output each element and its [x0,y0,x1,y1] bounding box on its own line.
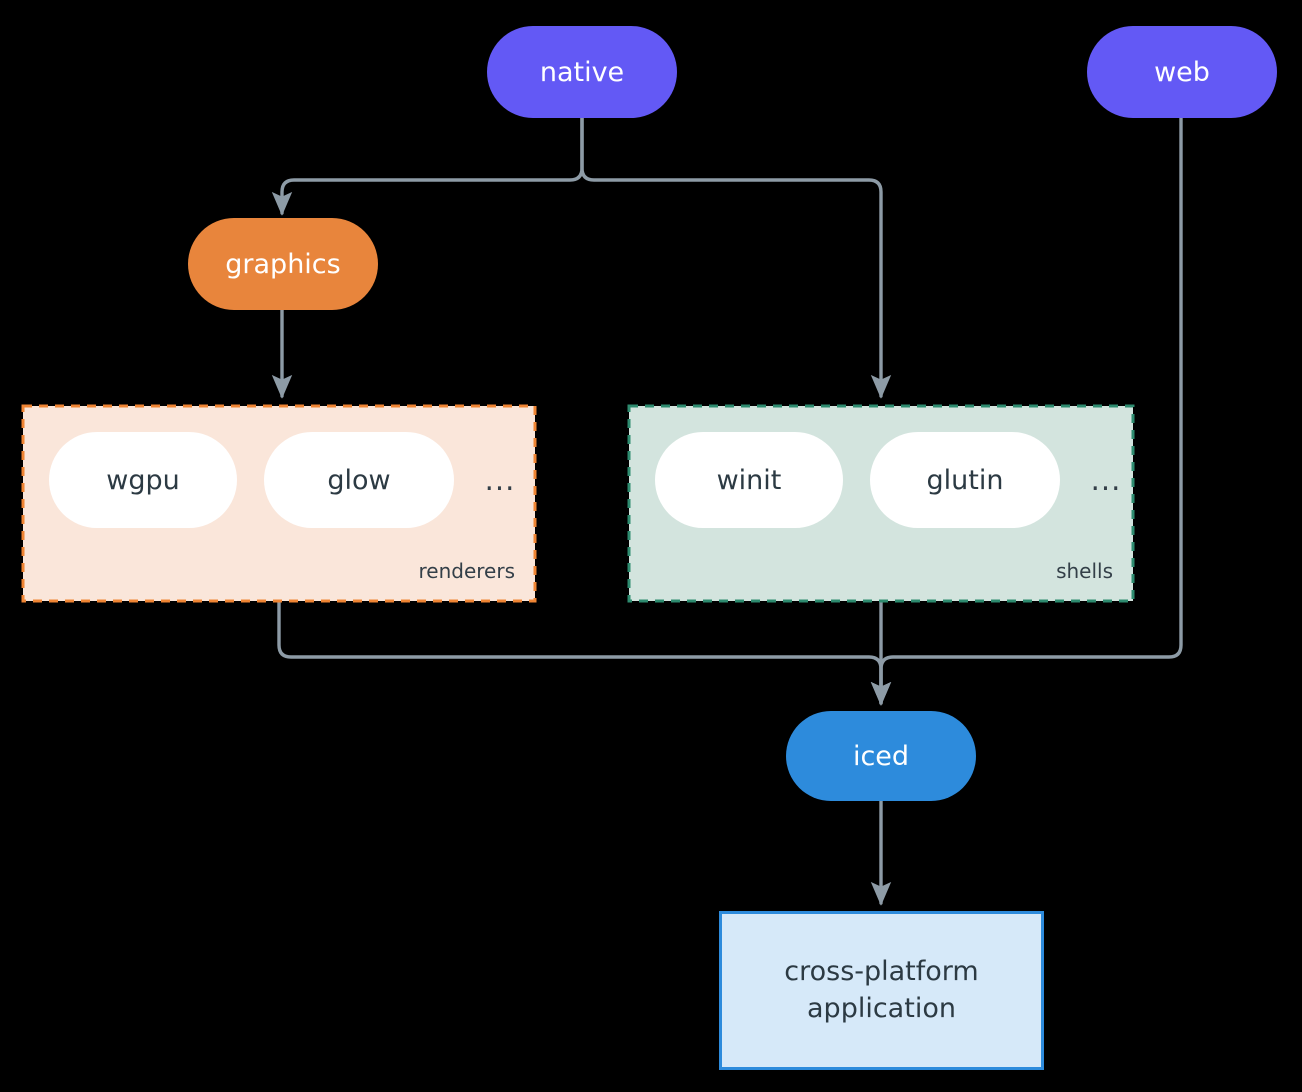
edge-web-iced [870,116,1183,706]
node-wgpu-shape[interactable] [49,432,237,528]
node-glow-shape[interactable] [264,432,454,528]
node-glutin-shape[interactable] [870,432,1060,528]
node-iced-shape[interactable] [786,711,976,801]
edge-native-shells [580,116,892,399]
node-native-shape[interactable] [487,26,677,118]
node-web-shape[interactable] [1087,26,1277,118]
node-winit-shape[interactable] [655,432,843,528]
node-app-shape[interactable] [719,911,1044,1070]
node-graphics-shape[interactable] [188,218,378,310]
